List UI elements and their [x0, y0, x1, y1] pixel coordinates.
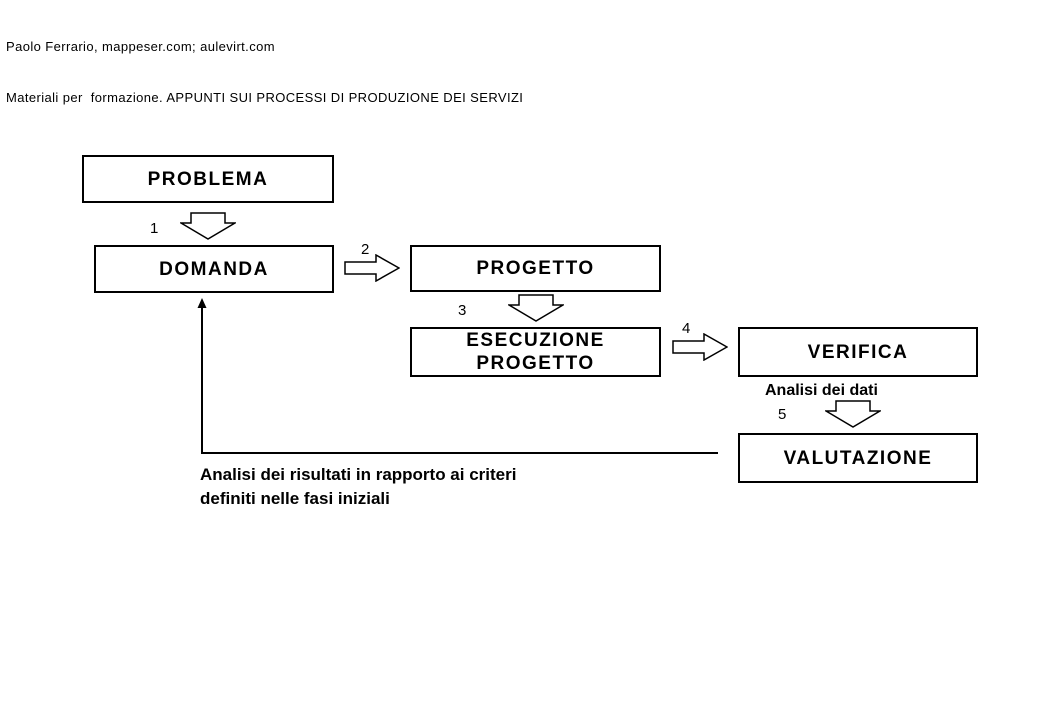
step-label-2: 2 — [361, 241, 370, 258]
header-line-1: Paolo Ferrario, mappeser.com; aulevirt.c… — [6, 39, 275, 54]
step-label-3: 3 — [458, 302, 467, 319]
flow-box-valutazione-label: VALUTAZIONE — [783, 447, 933, 469]
flow-box-domanda-label: DOMANDA — [159, 258, 269, 280]
header: Paolo Ferrario, mappeser.com; aulevirt.c… — [6, 4, 523, 140]
header-line-2: Materiali per formazione. APPUNTI SUI PR… — [6, 90, 524, 105]
flow-box-progetto: PROGETTO — [410, 245, 661, 292]
flow-box-problema: PROBLEMA — [82, 155, 334, 203]
flow-box-problema-label: PROBLEMA — [147, 168, 269, 190]
flow-box-progetto-label: PROGETTO — [476, 258, 595, 279]
block-arrow-right-2-icon — [344, 254, 400, 282]
block-arrow-down-1-icon — [180, 212, 236, 240]
flow-box-verifica: VERIFICA — [738, 327, 978, 377]
step-label-1: 1 — [150, 220, 159, 237]
flow-box-esecuzione-progetto-label: ESECUZIONE PROGETTO — [466, 330, 605, 374]
analisi-dei-dati-label: Analisi dei dati — [765, 382, 878, 399]
flow-box-valutazione: VALUTAZIONE — [738, 433, 978, 483]
flow-box-verifica-label: VERIFICA — [807, 341, 909, 363]
feedback-connector-line — [197, 298, 718, 454]
flow-box-domanda: DOMANDA — [94, 245, 334, 293]
block-arrow-down-3-icon — [508, 294, 564, 322]
flow-box-esecuzione-progetto: ESECUZIONE PROGETTO — [410, 327, 661, 377]
step-label-5: 5 — [778, 406, 787, 423]
feedback-annotation: Analisi dei risultati in rapporto ai cri… — [200, 465, 517, 508]
block-arrow-right-4-icon — [672, 333, 728, 361]
step-label-4: 4 — [682, 320, 691, 337]
block-arrow-down-5-icon — [825, 400, 881, 428]
